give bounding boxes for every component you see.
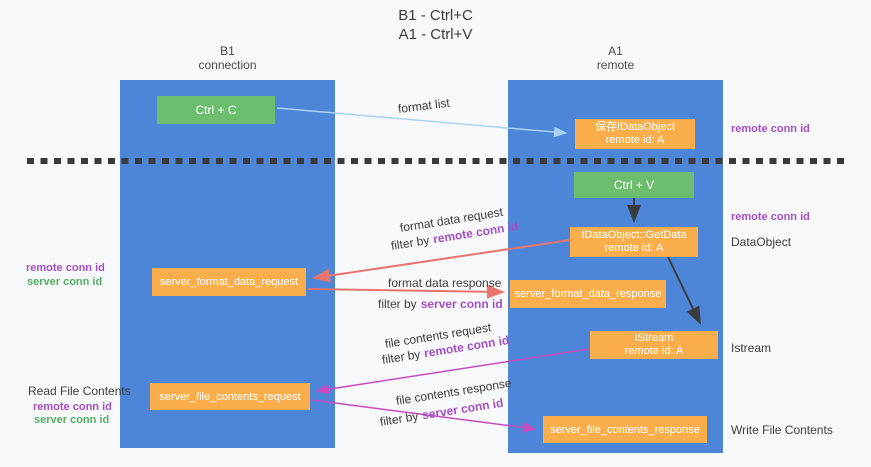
istream-line1: IStream xyxy=(634,332,674,344)
remote-conn-id-left-1: remote conn id xyxy=(26,262,105,274)
ctrl-v-label: Ctrl + V xyxy=(613,178,655,192)
istream-line2: remote id: A xyxy=(624,345,684,357)
istream-box: IStream remote id: A xyxy=(590,331,718,359)
right-column-name: A1 xyxy=(608,44,623,58)
istream-side-label: Istream xyxy=(731,341,772,355)
server-file-contents-request-box: server_file_contents_request xyxy=(150,383,310,410)
server-conn-id-left-1: server conn id xyxy=(27,276,103,288)
getdata-line1: IDataObject::GetData xyxy=(581,229,687,241)
getdata-to-istream-arrow xyxy=(667,256,701,325)
file-contents-response-arrow xyxy=(311,399,537,433)
server-format-data-response-box: server_format_data_response xyxy=(510,280,666,308)
ctrl-v-box: Ctrl + V xyxy=(574,172,694,198)
left-column-name: B1 xyxy=(220,44,235,58)
remote-conn-id-left-2: remote conn id xyxy=(33,401,112,413)
title-line-2: A1 - Ctrl+V xyxy=(398,26,473,43)
server-conn-id-text: server conn id xyxy=(420,297,503,311)
title-line-1: B1 - Ctrl+C xyxy=(398,7,473,24)
save-idataobject-line2: remote id: A xyxy=(605,134,665,146)
left-column-role: connection xyxy=(198,58,257,72)
format-data-response-arrow xyxy=(307,284,505,299)
server-file-contents-response-label: server_file_contents_response xyxy=(550,423,700,436)
getdata-line2: remote id: A xyxy=(604,242,664,254)
file-contents-request-arrow xyxy=(315,348,590,395)
save-idataobject-line1: 保存IDataObject xyxy=(594,121,676,133)
ctrl-c-label: Ctrl + C xyxy=(195,103,237,117)
write-file-contents-label: Write File Contents xyxy=(731,423,833,437)
filter-by-text: filter by xyxy=(378,297,417,311)
server-conn-id-left-2: server conn id xyxy=(34,414,110,426)
read-file-contents-label: Read File Contents xyxy=(28,384,131,398)
format-data-response-label: format data response xyxy=(388,276,502,290)
right-column-role: remote xyxy=(596,58,635,72)
format-data-request-arrow xyxy=(312,239,571,283)
idataobject-getdata-box: IDataObject::GetData remote id: A xyxy=(570,227,698,257)
save-idataobject-box: 保存IDataObject remote id: A xyxy=(575,119,695,149)
right-column-header: A1 remote xyxy=(508,44,723,72)
server-file-contents-response-box: server_file_contents_response xyxy=(543,416,707,443)
server-format-data-response-label: server_format_data_response xyxy=(514,288,662,300)
remote-conn-id-right-2: remote conn id xyxy=(731,211,810,223)
server-format-data-request-label: server_format_data_request xyxy=(159,276,299,288)
remote-conn-id-right-1: remote conn id xyxy=(731,123,810,135)
server-file-contents-request-label: server_file_contents_request xyxy=(159,390,301,403)
dataobject-label: DataObject xyxy=(731,235,792,249)
ctrl-c-box: Ctrl + C xyxy=(157,96,275,124)
server-format-data-request-box: server_format_data_request xyxy=(152,268,306,296)
diagram-title: B1 - Ctrl+C A1 - Ctrl+V xyxy=(0,6,871,44)
format-list-arrow xyxy=(276,107,568,138)
left-column-header: B1 connection xyxy=(120,44,335,72)
